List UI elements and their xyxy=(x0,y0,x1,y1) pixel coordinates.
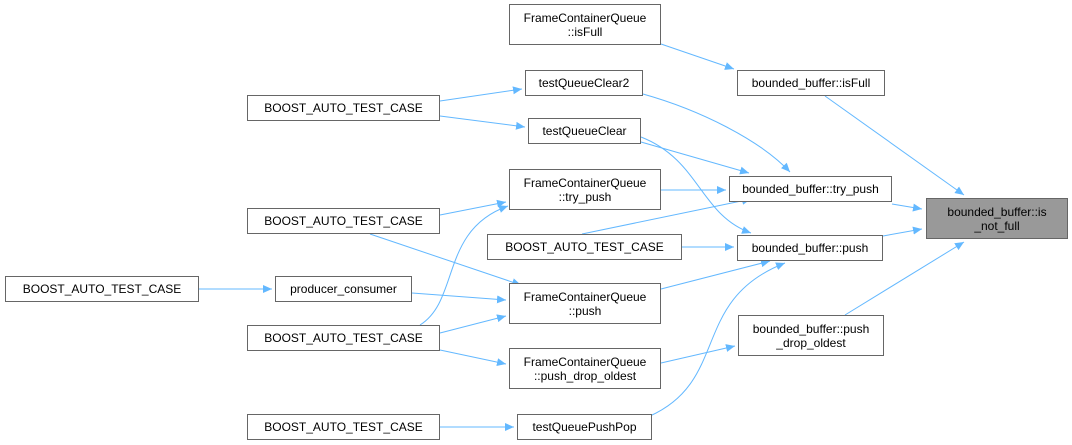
node-testqueueclear[interactable]: testQueueClear xyxy=(528,118,641,144)
edge-boost-a-to-test-clear2 xyxy=(439,86,523,102)
edge-boost-b-to-fcq-try-push xyxy=(439,199,507,216)
node-label-line: bounded_buffer::isFull xyxy=(751,76,871,90)
node-boost-auto-test-case[interactable]: BOOST_AUTO_TEST_CASE xyxy=(487,234,682,260)
node-label-line: BOOST_AUTO_TEST_CASE xyxy=(22,282,182,296)
edge-boost-c-to-fcq-push xyxy=(439,314,507,334)
edge-fcq-isfull-to-isfull xyxy=(660,43,735,70)
node-label-line: _drop_oldest xyxy=(776,335,846,350)
node-label-line: ::push_drop_oldest xyxy=(533,368,637,383)
node-label-line: testQueueClear xyxy=(542,124,627,138)
edge-push-drop-oldest-to-is-not-full xyxy=(844,241,965,316)
node-label-line: bounded_buffer::is xyxy=(947,204,1047,219)
node-label-line: testQueuePushPop xyxy=(532,420,637,434)
node-label-line: BOOST_AUTO_TEST_CASE xyxy=(264,420,423,434)
node-framecontainerqueue-isfull[interactable]: FrameContainerQueue ::isFull xyxy=(509,4,661,45)
edges xyxy=(199,43,965,431)
edge-isfull-to-is-not-full xyxy=(824,95,965,196)
node-label-line: FrameContainerQueue xyxy=(523,354,647,369)
node-label-line: FrameContainerQueue xyxy=(523,175,647,190)
node-label-line: bounded_buffer::push xyxy=(751,241,869,255)
edge-boost-mid-to-try-push xyxy=(581,196,752,235)
node-label-line: bounded_buffer::push xyxy=(752,321,870,336)
node-boost-auto-test-case[interactable]: BOOST_AUTO_TEST_CASE xyxy=(247,325,440,351)
node-producer-consumer[interactable]: producer_consumer xyxy=(275,276,412,302)
node-bounded-buffer-try-push[interactable]: bounded_buffer::try_push xyxy=(729,176,892,202)
edge-test-clear-to-try-push xyxy=(640,141,750,175)
edge-test-clear2-to-try-push xyxy=(642,93,791,173)
node-framecontainerqueue-push[interactable]: FrameContainerQueue ::push xyxy=(509,283,661,324)
edge-test-clear-to-push xyxy=(640,136,752,234)
node-bounded-buffer-isfull[interactable]: bounded_buffer::isFull xyxy=(737,70,885,96)
edge-push-to-is-not-full xyxy=(882,226,923,237)
node-bounded-buffer-is-not-full[interactable]: bounded_buffer::is _not_full xyxy=(926,198,1068,239)
edge-fcq-push-drop-to-push-drop-oldest xyxy=(660,344,736,364)
node-boost-auto-test-case[interactable]: BOOST_AUTO_TEST_CASE xyxy=(247,414,440,440)
node-testqueueclear2[interactable]: testQueueClear2 xyxy=(525,70,643,96)
node-label-line: BOOST_AUTO_TEST_CASE xyxy=(264,214,423,228)
node-label-line: testQueueClear2 xyxy=(538,76,630,90)
node-label-line: ::isFull xyxy=(567,24,603,39)
node-label-line: bounded_buffer::try_push xyxy=(742,182,879,196)
edge-producer-consumer-to-fcq-push xyxy=(411,292,507,304)
node-framecontainerqueue-push-drop-oldest[interactable]: FrameContainerQueue ::push_drop_oldest xyxy=(509,348,661,389)
edge-boost-a-to-test-clear xyxy=(439,115,526,130)
node-boost-auto-test-case[interactable]: BOOST_AUTO_TEST_CASE xyxy=(247,95,440,121)
node-label-line: FrameContainerQueue xyxy=(523,10,647,25)
node-label-line: ::try_push xyxy=(558,189,612,204)
node-boost-auto-test-case[interactable]: BOOST_AUTO_TEST_CASE xyxy=(5,276,199,302)
edge-boost-c-to-fcq-try-push xyxy=(419,205,509,326)
node-label-line: producer_consumer xyxy=(290,282,397,296)
edge-try-push-to-is-not-full xyxy=(891,203,923,212)
edge-test-pushpop-to-push xyxy=(649,262,786,417)
node-framecontainerqueue-try-push[interactable]: FrameContainerQueue ::try_push xyxy=(509,169,661,210)
node-label-line: FrameContainerQueue xyxy=(523,289,647,304)
node-bounded-buffer-push[interactable]: bounded_buffer::push xyxy=(737,235,883,261)
node-bounded-buffer-push-drop-oldest[interactable]: bounded_buffer::push _drop_oldest xyxy=(738,315,884,356)
node-label-line: BOOST_AUTO_TEST_CASE xyxy=(264,331,423,345)
edge-fcq-push-to-push xyxy=(660,259,771,290)
node-label-line: BOOST_AUTO_TEST_CASE xyxy=(264,101,423,115)
edge-boost-b-to-fcq-push xyxy=(369,233,522,286)
node-label-line: ::push xyxy=(568,303,602,318)
edge-boost-c-to-fcq-push-drop xyxy=(439,349,507,367)
node-label-line: _not_full xyxy=(974,218,1020,233)
node-label-line: BOOST_AUTO_TEST_CASE xyxy=(505,240,664,254)
node-boost-auto-test-case[interactable]: BOOST_AUTO_TEST_CASE xyxy=(247,208,440,234)
node-testqueuepushpop[interactable]: testQueuePushPop xyxy=(517,414,652,440)
